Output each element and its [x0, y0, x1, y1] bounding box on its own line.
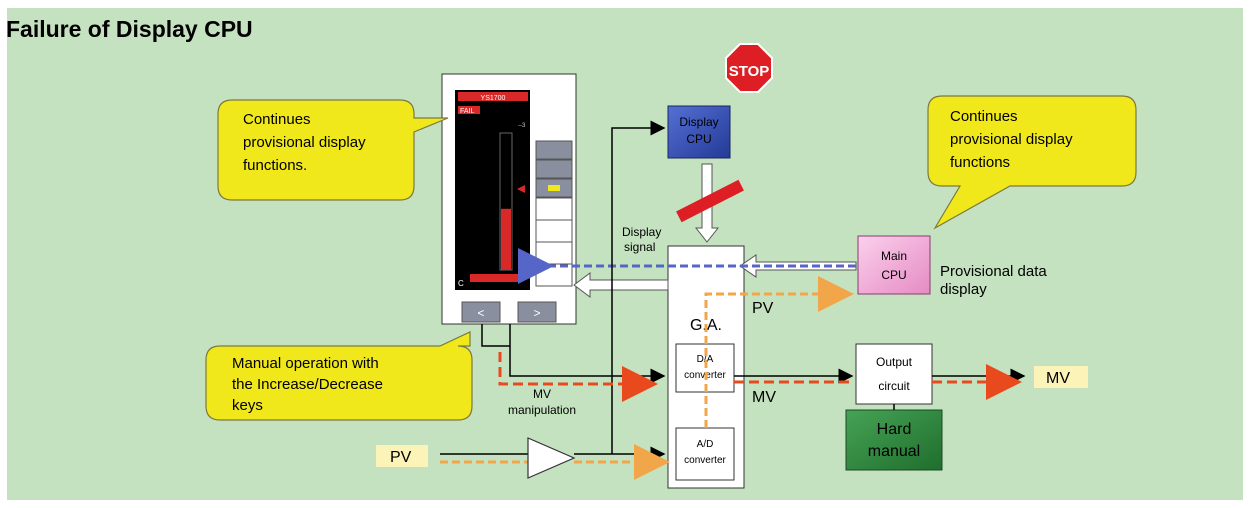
decrease-key[interactable] [461, 301, 501, 323]
ad-converter-line2: converter [684, 455, 726, 466]
display-cpu-block: Display CPU [667, 105, 731, 159]
display-cpu-line2: CPU [686, 132, 711, 146]
output-circuit-block: Output circuit [855, 343, 933, 405]
fail-text: FAIL [460, 108, 475, 115]
display-signal-line2: signal [624, 240, 655, 254]
output-circuit-line1: Output [876, 355, 913, 369]
pv-input-tag-text: PV [390, 449, 412, 466]
key-indicator [548, 185, 560, 191]
callout-right-top-line1: Continues [950, 108, 1018, 125]
pv-label-mid: PV [752, 300, 774, 317]
callout-left-bottom-line3: keys [232, 397, 263, 414]
hard-manual-block: Hard manual [845, 409, 943, 471]
increase-key-label: > [533, 306, 540, 320]
bottom-marker: 0.0 [518, 258, 527, 264]
mv-label-mid: MV [752, 389, 776, 406]
fail-tag [458, 106, 480, 114]
callout-left-bottom-line1: Manual operation with [232, 355, 379, 372]
ad-converter-line1: A/D [697, 439, 714, 450]
function-key-1[interactable] [535, 140, 573, 160]
main-cpu-to-ga-arrow [739, 254, 857, 278]
stop-text: STOP [729, 63, 770, 80]
mv-manipulation-line1: MV [533, 387, 551, 401]
output-circuit-line2: circuit [878, 379, 910, 393]
provisional-data-display-line1: Provisional data [940, 263, 1047, 280]
main-cpu-line1: Main [881, 249, 907, 263]
hard-manual-line1: Hard [877, 421, 912, 438]
page-title: Failure of Display CPU [6, 16, 253, 42]
callout-left-top: Continues provisional display functions. [217, 99, 449, 201]
callout-left-top-line1: Continues [243, 111, 311, 128]
mv-output-tag [1034, 366, 1088, 388]
callout-right-top-line2: provisional display [950, 131, 1073, 148]
instrument-panel: YS1700 FAIL --3 0.0 C < > [441, 73, 577, 325]
callout-right-top-line3: functions [950, 154, 1010, 171]
top-marker: --3 [518, 123, 526, 129]
model-strip [458, 92, 528, 101]
da-converter-line1: D/A [697, 354, 714, 365]
mv-manipulation-line2: manipulation [508, 403, 576, 417]
decrease-key-label: < [477, 306, 484, 320]
failure-strike [676, 179, 744, 223]
stop-sign: STOP [725, 43, 773, 93]
pv-bar [501, 208, 511, 270]
pv-feed-to-display-cpu [611, 120, 666, 454]
display-cpu-line1: Display [679, 115, 718, 129]
callout-left-bottom: Manual operation with the Increase/Decre… [205, 331, 473, 421]
function-key-5[interactable] [535, 219, 573, 243]
pv-input-tag [376, 445, 428, 467]
function-key-2[interactable] [535, 159, 573, 179]
function-key-6[interactable] [535, 241, 573, 265]
callout-right-top: Continues provisional display functions [927, 95, 1137, 230]
setpoint-pointer [517, 185, 525, 193]
display-signal-line1: Display [622, 225, 661, 239]
ga-to-instrument-arrow [573, 272, 669, 298]
mv-output-tag-text: MV [1046, 370, 1070, 387]
amplifier-symbol [527, 437, 576, 479]
decrease-key-link [481, 324, 510, 347]
mv-bar [470, 274, 522, 282]
function-key-4[interactable] [535, 197, 573, 221]
hard-manual-line2: manual [868, 443, 920, 460]
callout-left-top-line2: provisional display [243, 134, 366, 151]
svg-text:C: C [458, 279, 464, 288]
pv-to-main-cpu-path [704, 276, 854, 428]
model-text: YS1700 [481, 95, 506, 102]
main-cpu-line2: CPU [881, 268, 906, 282]
mv-manipulation-path [498, 352, 658, 402]
increase-key[interactable] [517, 301, 557, 323]
provisional-data-display-line2: display [940, 281, 987, 298]
key-to-da-link [509, 324, 666, 384]
main-cpu-block: Main CPU [857, 235, 931, 295]
callout-left-bottom-line2: the Increase/Decrease [232, 376, 383, 393]
ad-converter-block: A/D converter [675, 427, 735, 481]
callout-left-top-line3: functions. [243, 157, 307, 174]
